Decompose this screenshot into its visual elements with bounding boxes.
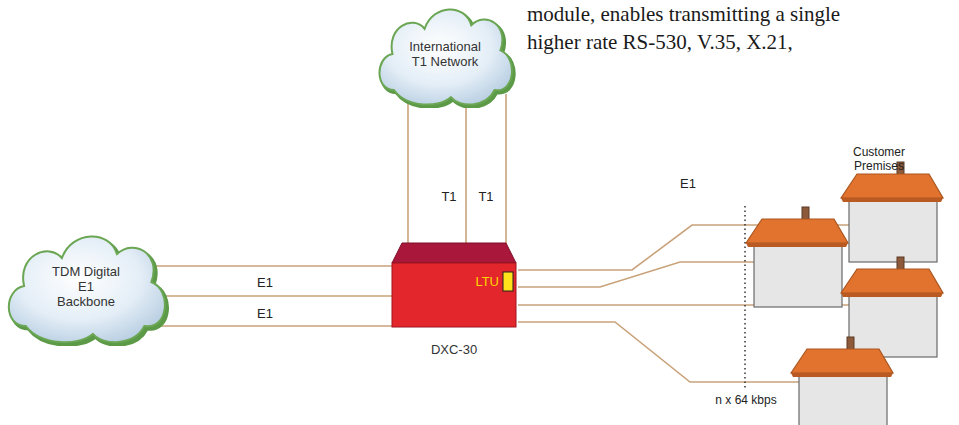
trunk-line	[152, 295, 393, 297]
link-label: E1	[680, 176, 696, 191]
trunk-line	[152, 265, 393, 267]
house-icon	[791, 337, 893, 425]
cloud-label: TDM Digital E1 Backbone	[50, 264, 122, 309]
link-label: E1	[257, 306, 273, 321]
rate-label: n x 64 kbps	[715, 393, 776, 408]
wire	[518, 262, 754, 287]
demarcation-line	[744, 206, 746, 388]
cloud-label: International T1 Network	[409, 39, 481, 69]
house-icon	[841, 257, 943, 357]
body-text: module, enables transmitting a single	[527, 1, 840, 27]
wire	[518, 322, 799, 382]
house-icon	[841, 162, 943, 262]
body-text: higher rate RS-530, V.35, X.21,	[527, 29, 793, 55]
network-cloud: TDM Digital E1 Backbone	[0, 226, 172, 346]
link-label: E1	[257, 275, 273, 290]
site-label: Customer Premises	[837, 145, 921, 173]
device-name: DXC-30	[390, 342, 518, 357]
link-label: T1	[441, 189, 456, 204]
network-cloud: International T1 Network	[372, 0, 518, 108]
house-icon	[746, 207, 848, 307]
trunk-line	[407, 94, 409, 244]
trunk-line	[152, 325, 393, 327]
port-label: LTU	[475, 274, 499, 289]
cross-connect-device: LTUDXC-30	[390, 238, 518, 330]
trunk-line	[465, 94, 467, 244]
trunk-line	[505, 94, 507, 244]
link-label: T1	[478, 189, 493, 204]
